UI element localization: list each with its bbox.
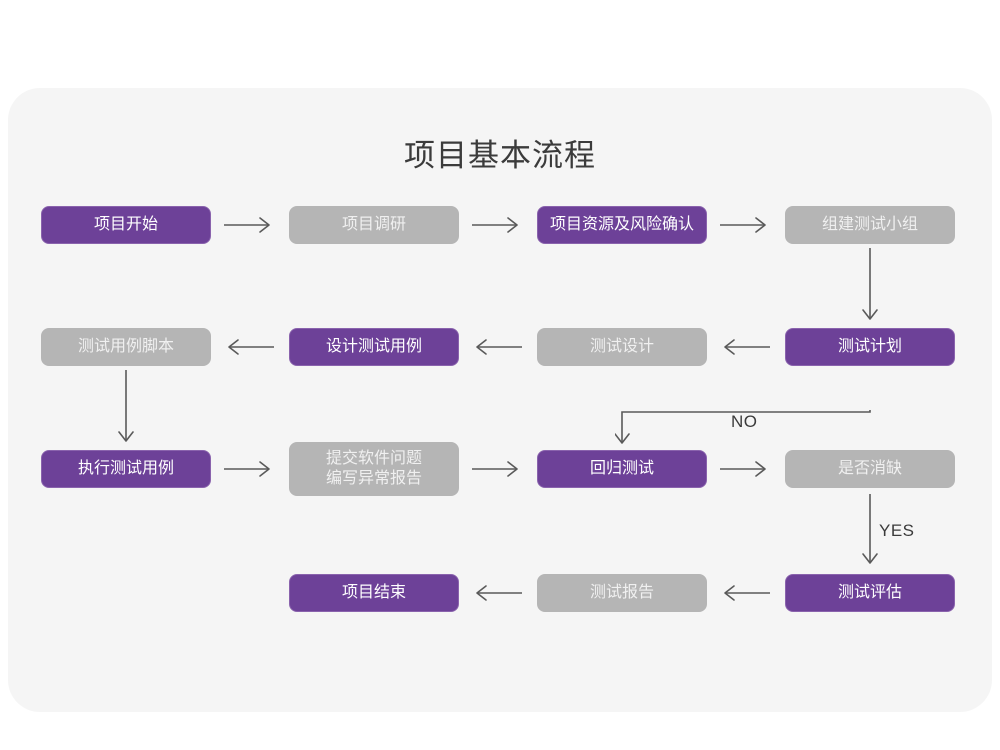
arrow-n14-to-n13 <box>470 582 526 604</box>
node-label: 测试计划 <box>837 337 902 355</box>
node-label: 组建测试小组 <box>821 215 918 233</box>
arrow-n12-to-n15-yes <box>858 494 882 572</box>
arrow-n15-to-n14 <box>718 582 774 604</box>
content-panel <box>8 88 992 712</box>
node-test-report[interactable]: 测试报告 <box>537 574 707 612</box>
node-project-end[interactable]: 项目结束 <box>289 574 459 612</box>
arrow-n7-to-n6 <box>470 336 526 358</box>
node-label: 测试报告 <box>589 583 654 601</box>
node-label: 测试设计 <box>589 337 654 355</box>
arrow-n10-to-n11 <box>470 458 526 480</box>
arrow-n8-to-n7 <box>718 336 774 358</box>
node-form-test-team[interactable]: 组建测试小组 <box>785 206 955 244</box>
node-submit-issue-report[interactable]: 提交软件问题 编写异常报告 <box>289 442 459 496</box>
arrow-n2-to-n3 <box>470 214 526 236</box>
node-label: 回归测试 <box>589 459 654 477</box>
node-test-plan[interactable]: 测试计划 <box>785 328 955 366</box>
node-label: 项目资源及风险确认 <box>549 215 694 233</box>
arrow-n5-to-n9 <box>114 370 138 450</box>
no-loop-path <box>614 406 881 461</box>
node-label: 测试评估 <box>837 583 902 601</box>
node-label: 是否消缺 <box>837 459 902 477</box>
node-test-evaluation[interactable]: 测试评估 <box>785 574 955 612</box>
arrow-n3-to-n4 <box>718 214 774 236</box>
node-label: 项目结束 <box>341 583 406 601</box>
node-project-start[interactable]: 项目开始 <box>41 206 211 244</box>
edge-label-no: NO <box>731 412 758 431</box>
node-test-case-script[interactable]: 测试用例脚本 <box>41 328 211 366</box>
arrow-n1-to-n2 <box>222 214 278 236</box>
node-design-test-case[interactable]: 设计测试用例 <box>289 328 459 366</box>
node-label: 提交软件问题 编写异常报告 <box>325 449 422 487</box>
node-label: 项目开始 <box>93 215 158 233</box>
node-regression-test[interactable]: 回归测试 <box>537 450 707 488</box>
node-label: 测试用例脚本 <box>77 337 174 355</box>
page-title: 项目基本流程 <box>404 138 596 173</box>
node-label: 项目调研 <box>341 215 406 233</box>
arrow-n4-to-n8 <box>858 248 882 328</box>
node-project-research[interactable]: 项目调研 <box>289 206 459 244</box>
node-resource-risk-confirm[interactable]: 项目资源及风险确认 <box>537 206 707 244</box>
arrow-n11-to-n12 <box>718 458 774 480</box>
node-test-design[interactable]: 测试设计 <box>537 328 707 366</box>
arrow-n6-to-n5 <box>222 336 278 358</box>
node-label: 执行测试用例 <box>77 459 174 477</box>
edge-label-yes: YES <box>879 521 915 540</box>
node-defect-resolved-decision[interactable]: 是否消缺 <box>785 450 955 488</box>
node-execute-test-case[interactable]: 执行测试用例 <box>41 450 211 488</box>
arrow-n9-to-n10 <box>222 458 278 480</box>
node-label: 设计测试用例 <box>325 337 422 355</box>
